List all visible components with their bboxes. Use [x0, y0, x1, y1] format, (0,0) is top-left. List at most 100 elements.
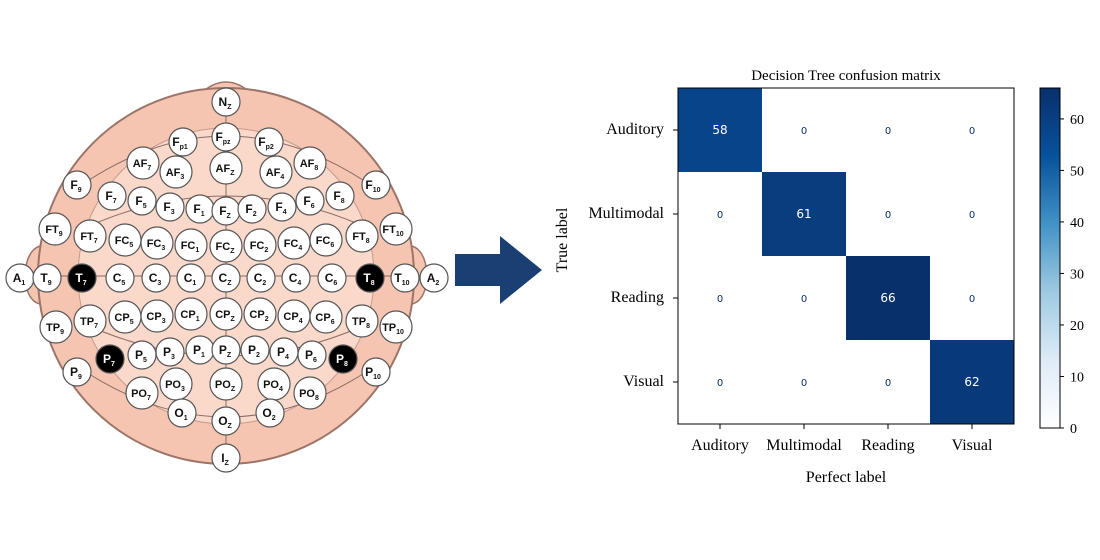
cell-value: 0 [969, 126, 975, 137]
electrode-iz: IZ [211, 443, 241, 473]
matrix-cell: 0 [930, 172, 1014, 256]
svg-text:NZ: NZ [219, 95, 233, 111]
svg-text:F8: F8 [333, 189, 344, 205]
electrode-f1: F1 [185, 194, 215, 224]
matrix-frame [677, 87, 1015, 425]
svg-text:CPZ: CPZ [215, 309, 235, 323]
svg-text:FC6: FC6 [316, 235, 335, 249]
electrode-fz: FZ [211, 196, 241, 226]
electrode-cp6: CP6 [309, 300, 343, 334]
electrode-tp9: TP9 [39, 310, 73, 344]
electrode-af4: AF4 [259, 155, 293, 189]
svg-text:T9: T9 [40, 271, 51, 287]
svg-text:TP9: TP9 [46, 322, 64, 336]
electrode-ft8: FT8 [345, 219, 379, 253]
svg-text:P6: P6 [305, 348, 317, 364]
electrode-cp2: CP2 [243, 297, 277, 331]
arrow-shape [455, 236, 542, 304]
electrode-p3: P3 [155, 337, 185, 367]
colorbar-tick-label: 10 [1070, 370, 1084, 385]
svg-text:AF7: AF7 [133, 158, 152, 172]
electrode-c1: C1 [176, 263, 206, 293]
colorbar-tick-label: 60 [1070, 113, 1084, 128]
svg-text:C2: C2 [254, 271, 267, 287]
svg-text:P3: P3 [163, 345, 175, 361]
electrode-p1: P1 [185, 335, 215, 365]
svg-text:C3: C3 [149, 271, 162, 287]
svg-text:C5: C5 [113, 271, 126, 287]
electrode-c6: C6 [317, 263, 347, 293]
cell-value: 0 [717, 378, 723, 389]
electrode-tp10: TP10 [379, 310, 413, 344]
svg-text:C4: C4 [289, 271, 302, 287]
x-axis-label: Perfect label [806, 469, 887, 486]
electrode-ft7: FT7 [73, 219, 107, 253]
electrode-cpz: CPZ [209, 297, 243, 331]
svg-text:FT10: FT10 [382, 224, 403, 238]
svg-text:FT8: FT8 [352, 231, 369, 245]
electrode-cp1: CP1 [174, 297, 208, 331]
electrode-c3: C3 [141, 263, 171, 293]
cell-value: 0 [969, 210, 975, 221]
colorbar-tick-label: 30 [1070, 267, 1084, 282]
matrix-cell: 0 [846, 88, 930, 172]
electrode-fpz: Fpz [211, 122, 241, 152]
matrix-cell: 0 [846, 340, 930, 424]
electrode-f3: F3 [155, 192, 185, 222]
cell-value: 0 [885, 210, 891, 221]
cell-value: 0 [801, 378, 807, 389]
svg-text:O1: O1 [174, 406, 187, 422]
matrix-cell: 0 [930, 88, 1014, 172]
matrix-cell: 0 [762, 340, 846, 424]
svg-text:F1: F1 [193, 202, 204, 218]
electrode-ft10: FT10 [379, 212, 413, 246]
electrode-t10: T10 [390, 263, 420, 293]
matrix-cell: 0 [678, 256, 762, 340]
electrode-po8: PO8 [293, 376, 327, 410]
electrode-fc4: FC4 [277, 226, 311, 260]
svg-text:IZ: IZ [221, 451, 229, 467]
svg-text:F5: F5 [135, 194, 146, 210]
svg-text:TP7: TP7 [80, 316, 98, 330]
electrode-o1: O1 [167, 398, 197, 428]
electrode-af8: AF8 [293, 146, 327, 180]
colorbar-gradient [1039, 87, 1061, 429]
svg-text:C1: C1 [184, 271, 197, 287]
electrode-po3: PO3 [159, 367, 193, 401]
colorbar-tick-label: 50 [1070, 164, 1084, 179]
svg-text:P1: P1 [193, 343, 205, 359]
matrix-cell: 0 [762, 88, 846, 172]
matrix-cell: 0 [846, 172, 930, 256]
y-tick-label: Reading [611, 289, 664, 306]
electrode-oz: OZ [211, 406, 241, 436]
svg-text:FC1: FC1 [181, 240, 200, 254]
svg-text:Fpz: Fpz [215, 130, 231, 146]
electrode-nz: NZ [211, 87, 241, 117]
cell-value: 0 [885, 126, 891, 137]
svg-text:CP1: CP1 [180, 309, 199, 323]
electrode-fcz: FCZ [209, 229, 243, 263]
svg-text:T8: T8 [363, 271, 374, 287]
electrode-cp3: CP3 [140, 299, 174, 333]
svg-text:F3: F3 [163, 200, 174, 216]
process-arrow [455, 236, 542, 304]
svg-text:PZ: PZ [219, 343, 232, 359]
svg-text:F10: F10 [365, 178, 380, 194]
svg-text:FZ: FZ [219, 204, 231, 220]
electrode-a2: A2 [419, 263, 449, 293]
matrix-cell: 66 [846, 256, 930, 340]
electrode-af3: AF3 [159, 155, 193, 189]
electrode-c2: C2 [246, 263, 276, 293]
x-tick-label: Reading [861, 437, 914, 454]
svg-text:O2: O2 [262, 406, 275, 422]
electrode-p8: P8 [328, 344, 358, 374]
cell-value: 0 [801, 126, 807, 137]
electrode-cp5: CP5 [108, 300, 142, 334]
svg-text:AF4: AF4 [266, 167, 285, 181]
svg-text:TP8: TP8 [352, 316, 370, 330]
svg-text:FC5: FC5 [115, 235, 134, 249]
electrode-o2: O2 [255, 398, 285, 428]
matrix-cell: 0 [930, 256, 1014, 340]
electrode-po4: PO4 [257, 367, 291, 401]
